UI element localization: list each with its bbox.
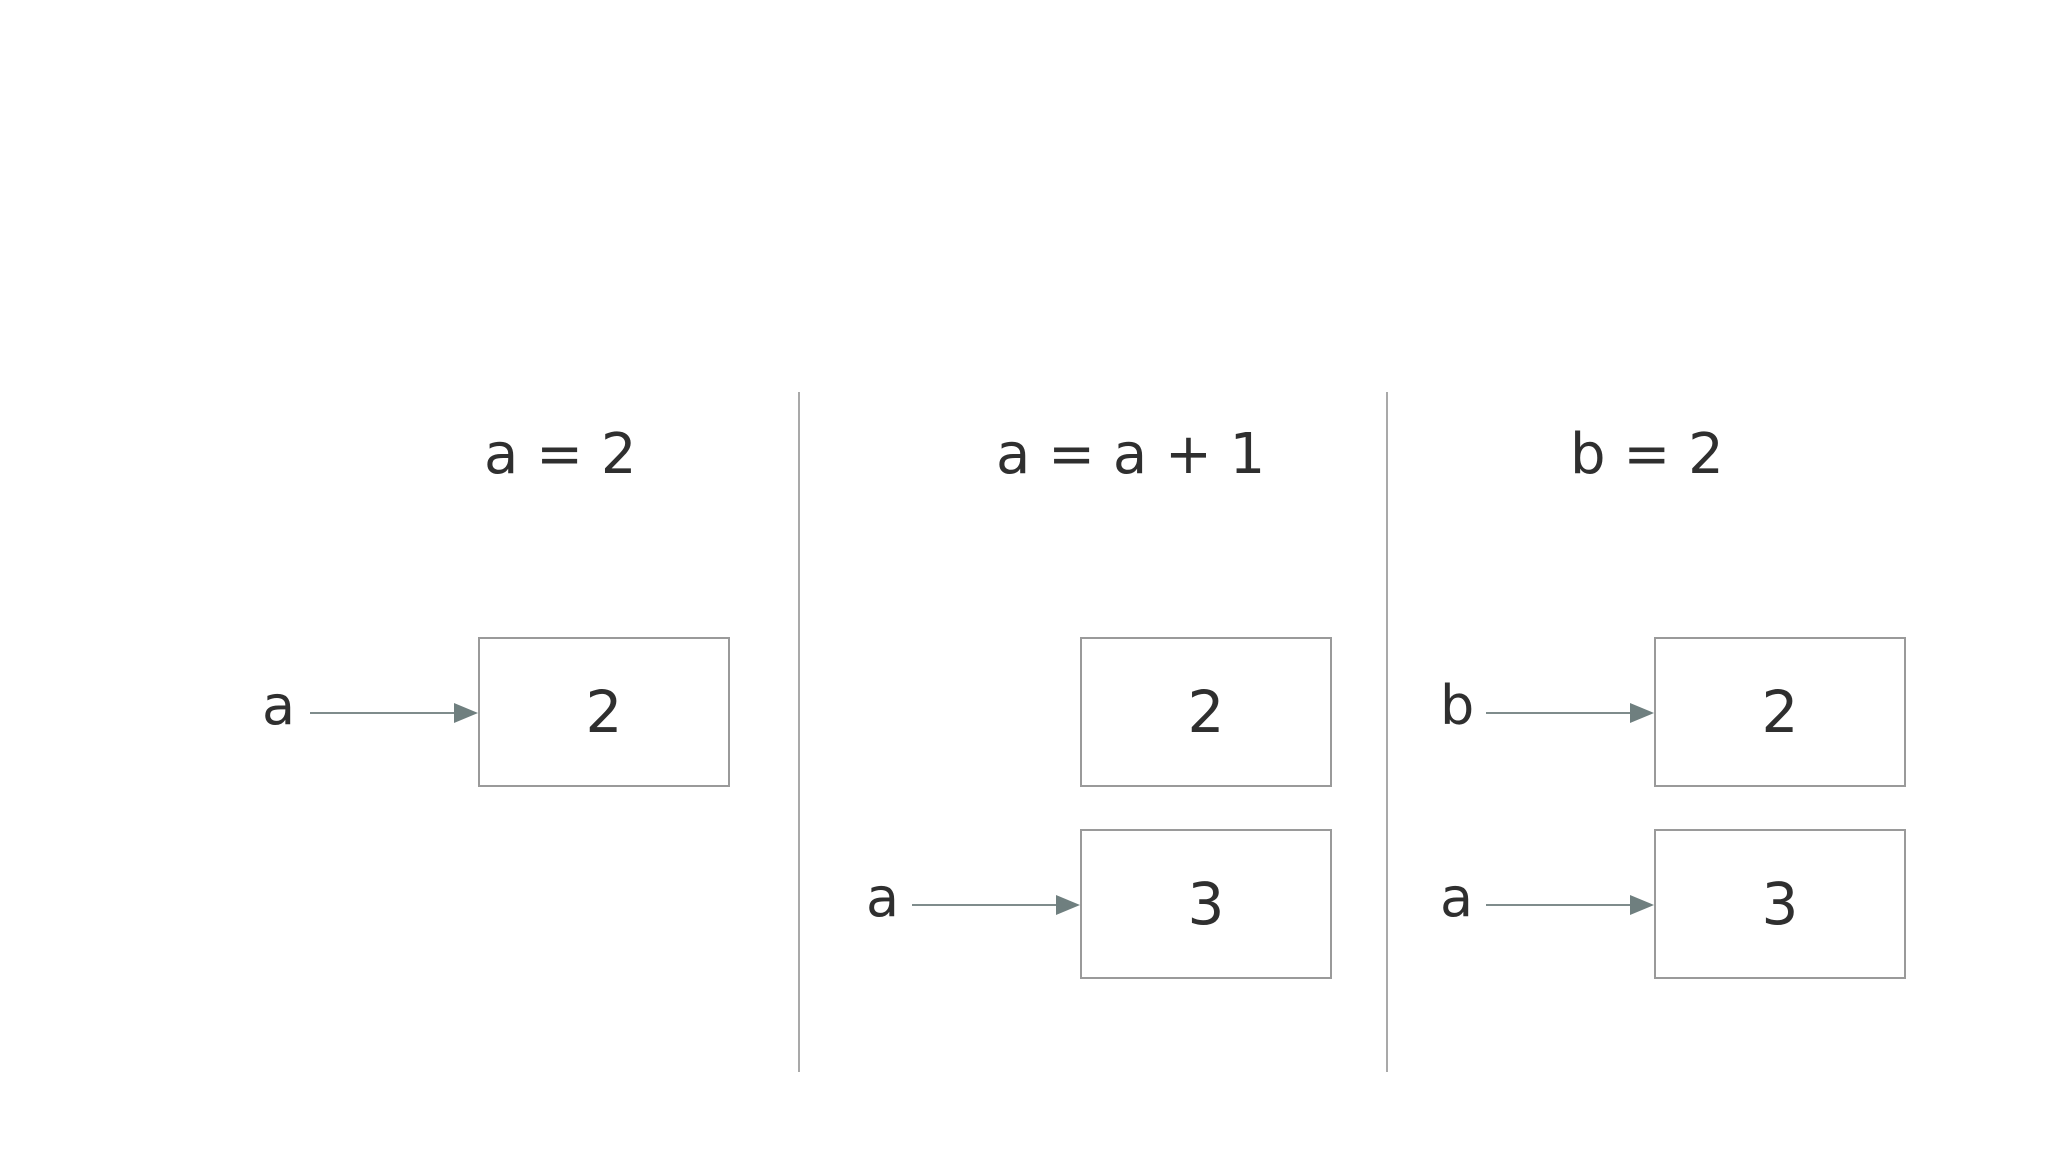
value-text: 2 — [1761, 678, 1799, 746]
variable-label: a — [1440, 866, 1474, 929]
value-box: 2 — [478, 637, 730, 787]
variable-label: a — [866, 866, 900, 929]
arrow-head-icon — [1630, 895, 1654, 915]
value-text: 3 — [1761, 870, 1799, 938]
reference-arrow-line — [1486, 712, 1636, 714]
panel-divider — [1386, 392, 1388, 1072]
reference-arrow-line — [310, 712, 460, 714]
panel-title: a = 2 — [484, 422, 637, 487]
value-box: 3 — [1080, 829, 1332, 979]
variable-label: b — [1440, 674, 1475, 737]
arrow-head-icon — [454, 703, 478, 723]
value-text: 2 — [585, 678, 623, 746]
reference-arrow-line — [912, 904, 1062, 906]
reference-arrow-line — [1486, 904, 1636, 906]
variable-label: a — [262, 674, 296, 737]
panel-title: b = 2 — [1570, 422, 1724, 487]
panel-title: a = a + 1 — [996, 422, 1266, 487]
panel-divider — [798, 392, 800, 1072]
value-text: 2 — [1187, 678, 1225, 746]
value-box: 2 — [1654, 637, 1906, 787]
arrow-head-icon — [1630, 703, 1654, 723]
value-box: 3 — [1654, 829, 1906, 979]
arrow-head-icon — [1056, 895, 1080, 915]
value-text: 3 — [1187, 870, 1225, 938]
value-box: 2 — [1080, 637, 1332, 787]
